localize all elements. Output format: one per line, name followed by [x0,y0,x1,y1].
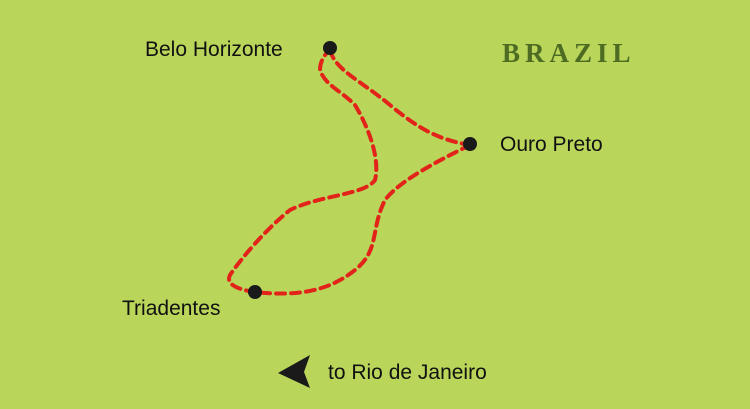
country-label: BRAZIL [502,38,636,68]
route-path-ouro-to-triadentes [253,143,472,296]
city-marker-ouro-preto[interactable] [463,137,477,151]
city-marker-triadentes[interactable] [248,285,262,299]
direction-label: to Rio de Janeiro [328,361,487,384]
city-marker-belo-horizonte[interactable] [323,41,337,55]
route-path-triadentes-to-belo [227,48,379,294]
city-label-ouro-preto: Ouro Preto [500,133,603,156]
city-label-belo-horizonte: Belo Horizonte [145,38,283,61]
route-path-belo-to-ouro [328,48,472,147]
city-label-triadentes: Triadentes [122,297,221,320]
direction-arrow-icon [278,355,310,388]
